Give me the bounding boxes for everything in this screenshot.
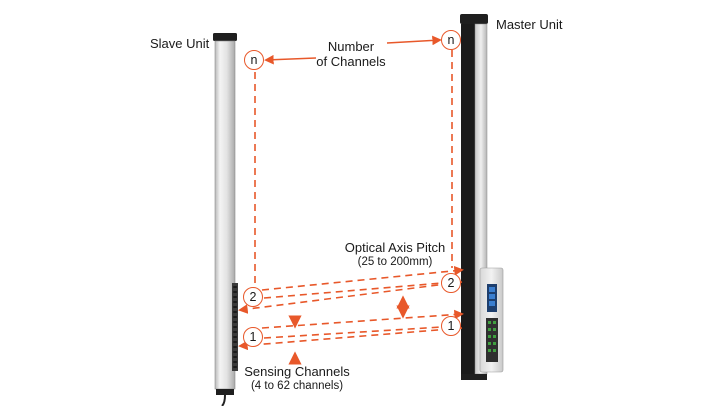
annotation-lines (238, 35, 464, 351)
number-of-channels-line2: of Channels (316, 54, 386, 69)
sensing-channels-label: Sensing Channels (4 to 62 channels) (237, 364, 357, 393)
number-channels-arrow-right (386, 35, 442, 46)
beam-line-channel-1 (263, 326, 443, 339)
slave-unit-label: Slave Unit (150, 36, 210, 51)
master-front-face (461, 24, 475, 374)
number-channels-arrow-left (264, 54, 317, 65)
sensing-channels-title: Sensing Channels (244, 364, 350, 379)
sensing-channels-range: (4 to 62 channels) (250, 380, 344, 392)
beam-line-return-1 (238, 327, 463, 351)
optical-axis-pitch-title: Optical Axis Pitch (344, 240, 446, 255)
slave-channel-1-marker: 1 (243, 327, 263, 347)
slave-cable (221, 394, 226, 406)
beam-line-middle (261, 309, 464, 329)
optical-axis-pitch-label: Optical Axis Pitch (25 to 200mm) (330, 240, 460, 269)
terminal-block (486, 318, 498, 362)
slave-top-cap (213, 33, 237, 41)
master-top-cap (460, 14, 488, 24)
master-channel-2-marker: 2 (441, 273, 461, 293)
beam-line-channel-2 (263, 282, 443, 299)
optical-axis-pitch-range: (25 to 200mm) (357, 256, 433, 268)
slave-sensing-dots (233, 286, 237, 368)
slave-bottom-cap (216, 389, 234, 395)
beam-line-return-2 (238, 281, 463, 314)
number-of-channels-line1: Number (327, 39, 375, 54)
slave-channel-2-marker: 2 (243, 287, 263, 307)
beam-line-top (261, 265, 464, 291)
master-channel-n-marker: n (441, 30, 461, 50)
master-unit-label: Master Unit (496, 17, 563, 32)
master-channel-1-marker: 1 (441, 316, 461, 336)
terminal-connectors (488, 321, 496, 352)
number-of-channels-label: Number of Channels (306, 39, 396, 69)
slave-unit (213, 33, 238, 406)
master-unit (460, 14, 504, 380)
master-bottom-cap (461, 374, 487, 380)
slave-channel-n-marker: n (244, 50, 264, 70)
